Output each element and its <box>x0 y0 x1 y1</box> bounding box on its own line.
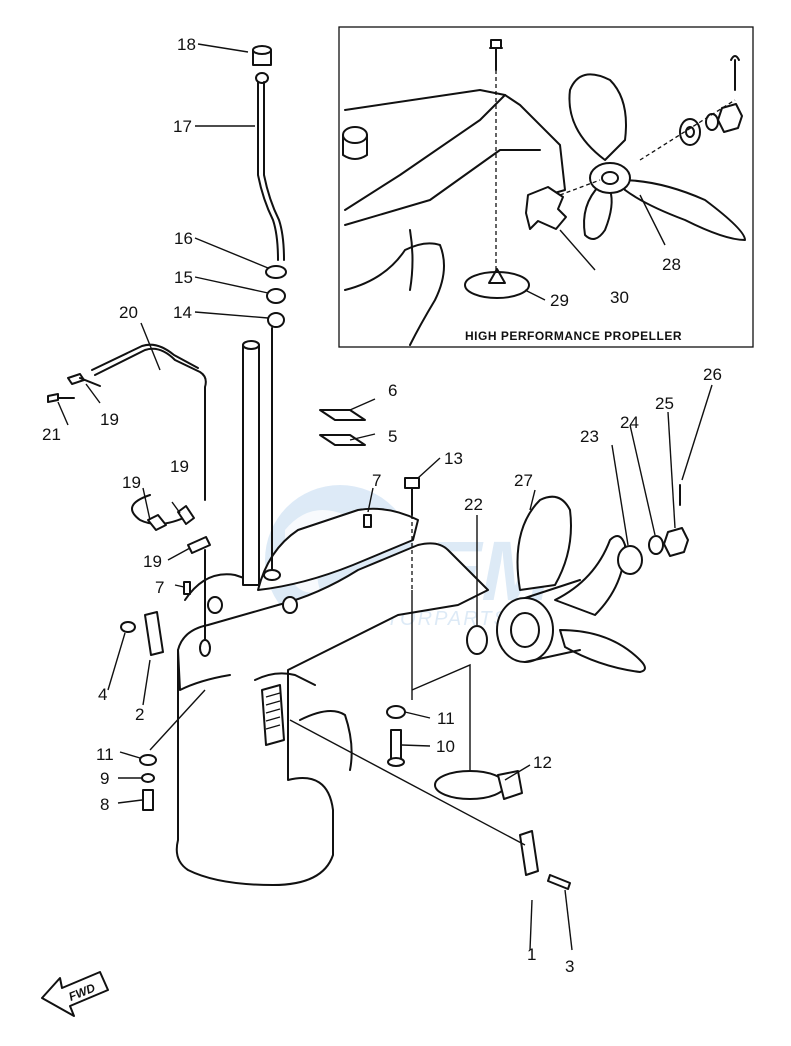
callout-3: 3 <box>565 957 574 976</box>
callout-19-top: 19 <box>100 410 119 429</box>
inset-frame <box>338 26 754 348</box>
callout-19-left: 19 <box>122 473 141 492</box>
callout-15: 15 <box>174 268 193 287</box>
propeller-assembly <box>466 484 689 673</box>
callout-2: 2 <box>135 705 144 724</box>
callout-24: 24 <box>620 413 639 432</box>
callout-18: 18 <box>177 35 196 54</box>
callout-26: 26 <box>703 365 722 384</box>
callout-8: 8 <box>100 795 109 814</box>
callout-27: 27 <box>514 471 533 490</box>
callout-6: 6 <box>388 381 397 400</box>
callout-9: 9 <box>100 769 109 788</box>
lower-unit-housing <box>91 327 489 886</box>
callout-20: 20 <box>119 303 138 322</box>
top-cover-parts <box>319 409 420 590</box>
callout-16: 16 <box>174 229 193 248</box>
callout-28: 28 <box>662 255 681 274</box>
inset-high-performance-propeller: HIGH PERFORMANCE PROPELLER <box>338 26 754 348</box>
callout-17: 17 <box>173 117 192 136</box>
callout-7-lower: 7 <box>155 578 164 597</box>
callout-5: 5 <box>388 427 397 446</box>
callout-1: 1 <box>527 945 536 964</box>
callout-numbers: 18 17 16 15 14 20 19 21 6 5 7 13 19 19 1… <box>42 35 722 976</box>
callout-29: 29 <box>550 291 569 310</box>
callout-19-low: 19 <box>143 552 162 571</box>
callout-10: 10 <box>436 737 455 756</box>
callout-14: 14 <box>173 303 192 322</box>
callout-30: 30 <box>610 288 629 307</box>
callout-11-left: 11 <box>96 745 114 764</box>
fwd-arrow: FWD <box>41 971 109 1017</box>
leader-lines <box>57 43 713 951</box>
callout-21: 21 <box>42 425 61 444</box>
inset-caption: HIGH PERFORMANCE PROPELLER <box>465 329 682 343</box>
shift-rod-group <box>252 45 287 328</box>
callout-13: 13 <box>444 449 463 468</box>
callout-25: 25 <box>655 394 674 413</box>
lower-hardware <box>386 705 571 890</box>
callout-4: 4 <box>98 685 107 704</box>
callout-11-right: 11 <box>437 709 455 728</box>
callout-23: 23 <box>580 427 599 446</box>
left-small-parts <box>47 373 211 811</box>
callout-22: 22 <box>464 495 483 514</box>
callout-12: 12 <box>533 753 552 772</box>
callout-7-upper: 7 <box>372 471 381 490</box>
callout-19-mid: 19 <box>170 457 189 476</box>
